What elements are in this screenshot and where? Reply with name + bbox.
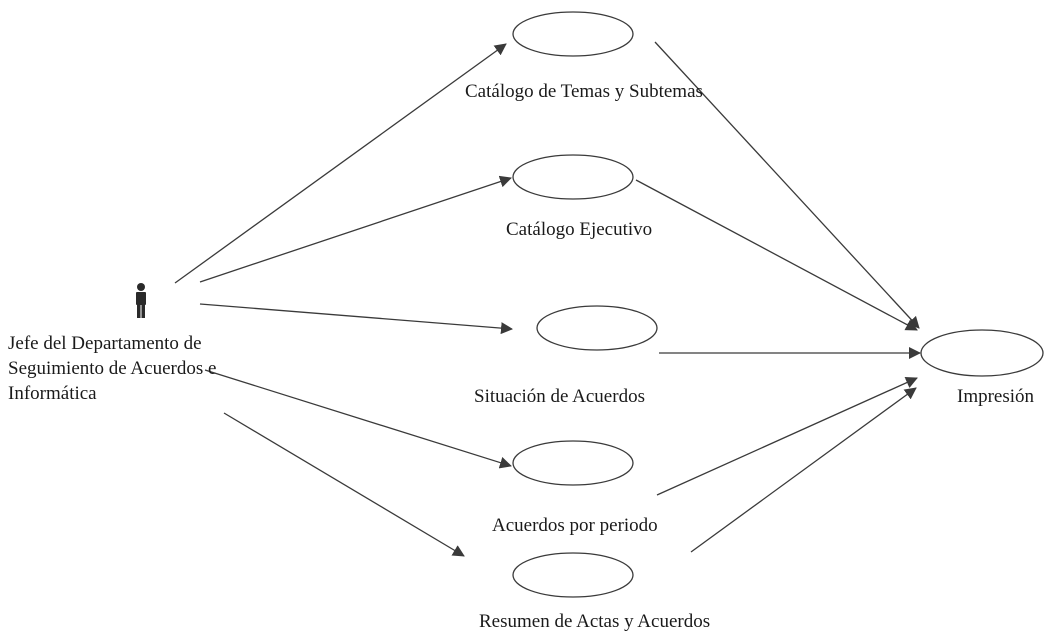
- use-case-ellipse-situacion-acuerdos: [536, 305, 658, 351]
- arrow-catalogo-ejecutivo-to-impresion: [635, 179, 918, 331]
- arrow-resumen-actas-to-impresion: [690, 387, 917, 553]
- arrow-actor-to-catalogo-ejecutivo: [199, 175, 512, 283]
- actor-label: Jefe del Departamento de Seguimiento de …: [8, 331, 216, 406]
- use-case-label-catalogo-ejecutivo: Catálogo Ejecutivo: [506, 219, 653, 240]
- actor-label-line-2: Seguimiento de Acuerdos e: [8, 358, 217, 379]
- arrow-actor-to-situacion-acuerdos: [199, 303, 513, 335]
- use-case-label-catalogo-temas: Catálogo de Temas y Subtemas: [465, 81, 703, 102]
- arrow-catalogo-temas-to-impresion: [654, 41, 920, 329]
- use-case-ellipse-resumen-actas: [512, 552, 634, 598]
- use-case-ellipse-catalogo-temas: [512, 11, 634, 57]
- arrow-actor-to-resumen-actas: [223, 412, 465, 557]
- arrow-acuerdos-periodo-to-impresion: [656, 377, 918, 496]
- use-case-label-resumen-actas: Resumen de Actas y Acuerdos: [479, 611, 711, 632]
- actor-label-line-3: Informática: [8, 383, 97, 404]
- arrow-actor-to-catalogo-temas: [174, 43, 507, 284]
- use-case-label-acuerdos-periodo: Acuerdos por periodo: [492, 515, 658, 536]
- actor-label-line-1: Jefe del Departamento de: [8, 333, 202, 354]
- use-case-ellipse-catalogo-ejecutivo: [512, 154, 634, 200]
- use-case-label-situacion-acuerdos: Situación de Acuerdos: [474, 386, 645, 407]
- use-case-ellipse-impresion: [920, 329, 1044, 377]
- use-case-label-impresion: Impresión: [957, 386, 1035, 407]
- arrow-actor-to-acuerdos-periodo: [204, 369, 512, 469]
- actor-icon: [136, 283, 146, 318]
- use-case-ellipse-acuerdos-periodo: [512, 440, 634, 486]
